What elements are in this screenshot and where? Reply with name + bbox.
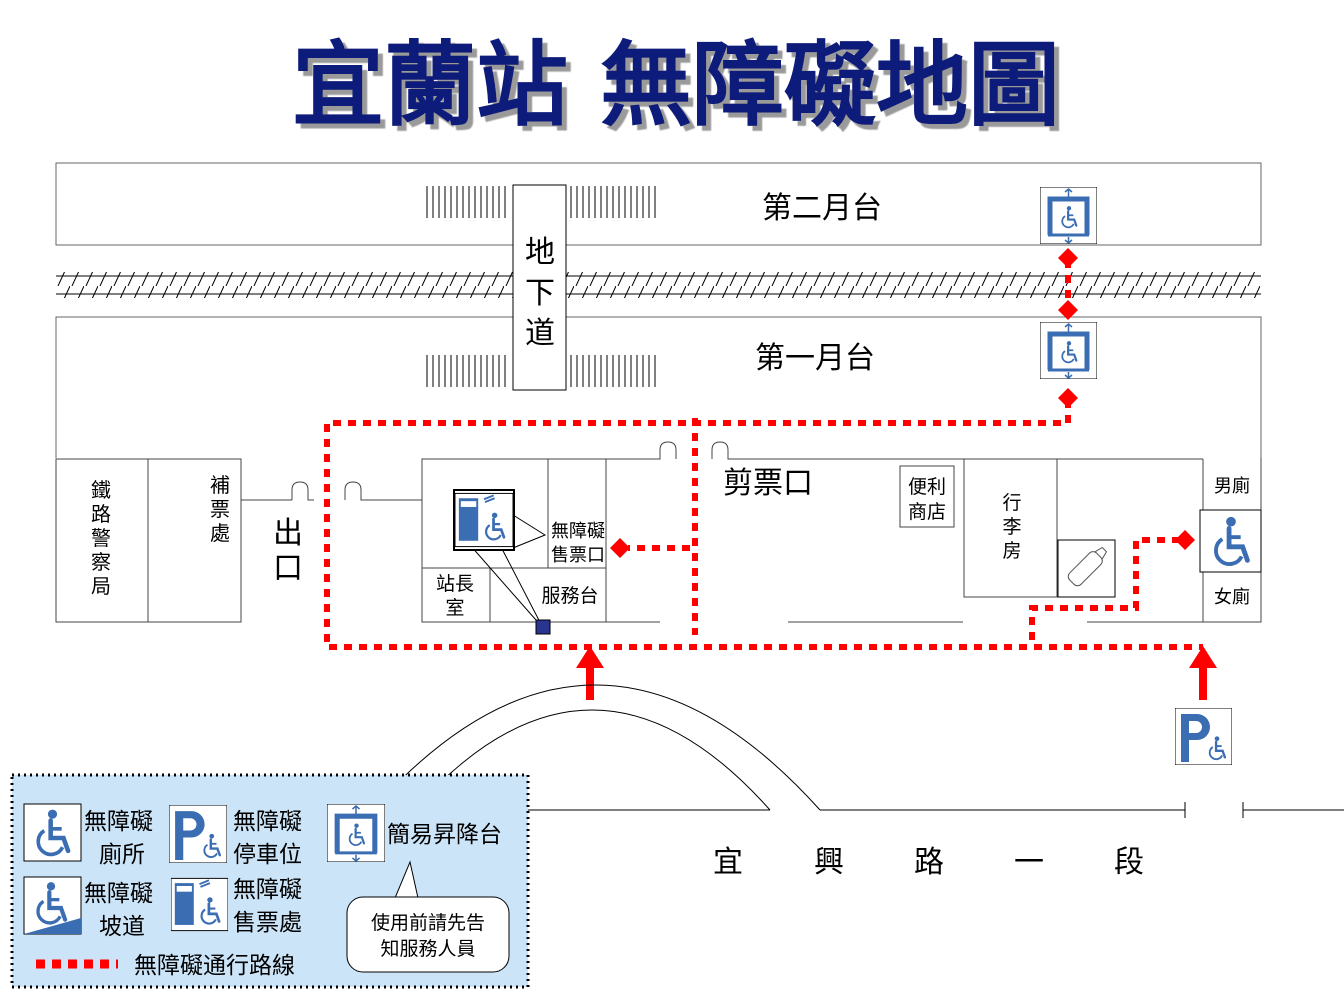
stairs-icon: [568, 355, 656, 387]
convenience-store-label: 便利 商店: [908, 476, 946, 523]
svg-text:票: 票: [210, 497, 230, 521]
svg-text:無障礙: 無障礙: [551, 521, 605, 542]
underpass-label: 下: [525, 276, 555, 311]
svg-text:警: 警: [91, 526, 111, 550]
svg-text:無障礙: 無障礙: [84, 881, 153, 907]
road-outline: [371, 684, 1344, 818]
svg-text:處: 處: [210, 521, 230, 545]
service-desk-label: 服務台: [541, 585, 598, 607]
stairs-icon: [422, 186, 510, 218]
map-title: 宜蘭站 無障礙地圖: [292, 32, 1060, 139]
svg-text:售票處: 售票處: [233, 910, 302, 936]
railway-police-label: 鐵 路 警 察 局: [91, 478, 111, 598]
nursing-bottle-icon: [1057, 539, 1116, 598]
platform-lift-icon: [1040, 322, 1097, 379]
svg-text:補: 補: [210, 473, 230, 497]
svg-text:無障礙: 無障礙: [233, 877, 302, 903]
accessible-ticket-window-label: 無障礙 售票口: [551, 521, 605, 566]
svg-text:房: 房: [1002, 540, 1021, 562]
accessible-parking-icon: [169, 805, 227, 863]
svg-text:路: 路: [914, 845, 944, 880]
platform-lift-icon: [327, 804, 385, 862]
svg-text:興: 興: [814, 845, 844, 880]
legend: 無障礙 廁所 無障礙 停車位 簡易昇降台 無障礙 坡道 無障礙 售票處 無障礙通…: [10, 773, 530, 989]
svg-text:廁所: 廁所: [99, 842, 145, 868]
entrance-arrow-icon: [576, 646, 1217, 700]
svg-text:鐵: 鐵: [91, 478, 111, 502]
womens-toilet-label: 女廁: [1214, 586, 1250, 608]
ticket-machine-icon: [455, 493, 513, 546]
svg-text:李: 李: [1002, 516, 1021, 538]
route-node-markers: [610, 248, 1195, 558]
svg-text:一: 一: [1014, 845, 1044, 880]
svg-text:宜: 宜: [713, 845, 743, 880]
stairs-icon: [422, 355, 510, 387]
svg-text:售票口: 售票口: [551, 545, 605, 566]
exit-label: 出 口: [273, 516, 303, 586]
svg-text:商店: 商店: [908, 501, 946, 523]
svg-text:察: 察: [91, 550, 111, 574]
platform-2-label: 第二月台: [762, 191, 882, 226]
svg-text:段: 段: [1114, 845, 1144, 880]
legend-lift-label: 簡易昇降台: [387, 822, 502, 848]
svg-text:使用前請先告: 使用前請先告: [371, 912, 485, 934]
svg-text:行: 行: [1002, 492, 1021, 514]
svg-text:便利: 便利: [908, 476, 946, 498]
road-name-label: 宜 興 路 一 段: [713, 845, 1144, 880]
legend-route-label: 無障礙通行路線: [134, 953, 295, 979]
svg-text:站長: 站長: [436, 573, 474, 595]
accessible-parking-icon: [1175, 708, 1232, 765]
underpass: [512, 184, 567, 391]
svg-text:出: 出: [273, 516, 303, 551]
fare-adjustment-label: 補 票 處: [210, 473, 230, 545]
service-point-marker: [535, 619, 551, 635]
legend-ticket-label: 無障礙 售票處: [233, 877, 302, 936]
platform-1: [55, 316, 1262, 458]
luggage-room-label: 行 李 房: [1002, 492, 1021, 562]
underpass-label: 地: [525, 235, 555, 270]
svg-text:局: 局: [91, 574, 111, 598]
ticket-gate-label: 剪票口: [723, 466, 813, 501]
svg-text:知服務人員: 知服務人員: [380, 938, 475, 960]
legend-parking-label: 無障礙 停車位: [233, 809, 302, 868]
lift-note-callout: 使用前請先告 知服務人員: [346, 860, 510, 973]
mens-toilet-label: 男廁: [1214, 475, 1250, 497]
legend-toilet-label: 無障礙 廁所: [84, 809, 153, 868]
accessible-route: [324, 260, 1203, 650]
svg-text:室: 室: [445, 597, 464, 619]
svg-text:無障礙: 無障礙: [233, 809, 302, 835]
stationmaster-office-label: 站長 室: [436, 573, 474, 619]
svg-text:路: 路: [91, 502, 111, 526]
svg-text:無障礙: 無障礙: [84, 809, 153, 835]
underpass-label: 道: [525, 316, 555, 351]
platform-1-label: 第一月台: [755, 341, 875, 376]
platform-lift-icon: [1040, 187, 1097, 244]
svg-text:坡道: 坡道: [99, 914, 145, 940]
railway-track: [56, 272, 1261, 298]
ticket-machine-callout: [453, 489, 551, 635]
legend-ramp-label: 無障礙 坡道: [84, 881, 153, 940]
stairs-icon: [568, 186, 656, 218]
svg-text:停車位: 停車位: [233, 842, 302, 868]
ticket-machine-icon: [171, 878, 228, 930]
svg-text:口: 口: [273, 551, 303, 586]
